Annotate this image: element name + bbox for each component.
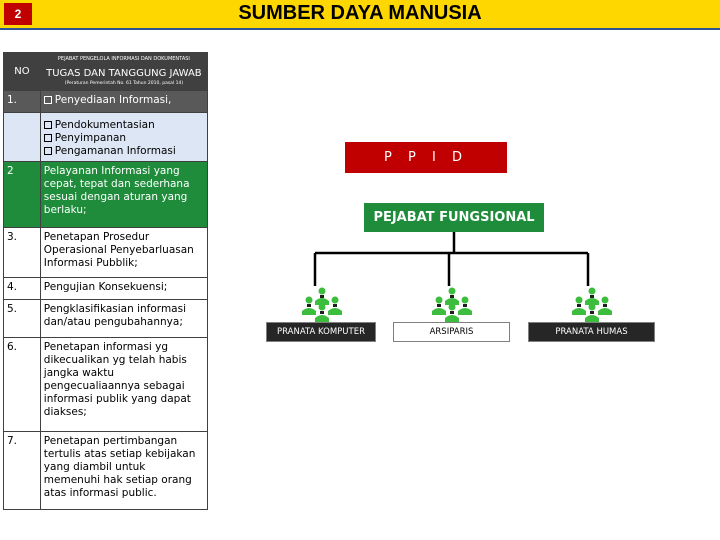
row-number: 1. <box>3 90 41 113</box>
fungsional-box: PEJABAT FUNGSIONAL <box>364 203 544 232</box>
role-pranata-humas: PRANATA HUMAS <box>528 322 655 342</box>
checkbox-icon <box>43 96 52 104</box>
row-number: 6. <box>3 337 41 432</box>
row-item: Penyediaan Informasi, <box>54 94 172 106</box>
row-number: 5. <box>3 299 41 338</box>
row-number: 3. <box>3 227 41 278</box>
duties-table: NO PEJABAT PENGELOLA INFORMASI DAN DOKUM… <box>3 52 209 510</box>
column-header-no-label: NO <box>14 66 30 77</box>
page-title: SUMBER DAYA MANUSIA <box>238 2 482 24</box>
column-header-note: (Peraturan Pemerintah No. 61 Tahun 2010,… <box>64 81 184 86</box>
table-row: 7. Penetapan pertimbangan tertulis atas … <box>3 431 209 510</box>
table-header-row: NO PEJABAT PENGELOLA INFORMASI DAN DOKUM… <box>3 52 209 91</box>
header-bar: 2 SUMBER DAYA MANUSIA <box>0 0 720 30</box>
row-item: Pendokumentasian <box>54 119 155 131</box>
row-content: Pelayanan Informasi yang cepat, tepat da… <box>39 161 209 228</box>
table-row: 3. Penetapan Prosedur Operasional Penyeb… <box>3 227 209 278</box>
role-pranata-komputer: PRANATA KOMPUTER <box>266 322 376 342</box>
row-number <box>3 112 41 162</box>
table-row: 2 Pelayanan Informasi yang cepat, tepat … <box>3 161 209 228</box>
table-row: 6. Penetapan informasi yg dikecualikan y… <box>3 337 209 432</box>
row-content: Penetapan Prosedur Operasional Penyebarl… <box>39 227 209 278</box>
row-number: 7. <box>3 431 41 510</box>
people-group-icon <box>572 287 612 322</box>
row-content: Penetapan pertimbangan tertulis atas set… <box>39 431 209 510</box>
slide-number: 2 <box>4 3 32 25</box>
role-arsiparis: ARSIPARIS <box>393 322 510 342</box>
checkbox-icon <box>43 134 52 142</box>
ppid-box: P P I D <box>345 142 507 173</box>
row-item: Pengamanan Informasi <box>54 145 176 157</box>
row-number: 2 <box>3 161 41 228</box>
checkbox-icon <box>43 147 52 155</box>
row-content: Pengklasifikasian informasi dan/atau pen… <box>39 299 209 338</box>
row-item: Penyimpanan <box>54 132 127 144</box>
people-group-icon <box>432 287 472 322</box>
people-group-icon <box>302 287 342 322</box>
column-header-no: NO <box>3 52 41 91</box>
column-header-duties: PEJABAT PENGELOLA INFORMASI DAN DOKUMENT… <box>39 52 209 91</box>
table-row: 5. Pengklasifikasian informasi dan/atau … <box>3 299 209 338</box>
column-header-small: PEJABAT PENGELOLA INFORMASI DAN DOKUMENT… <box>57 56 190 62</box>
column-header-main: TUGAS DAN TANGGUNG JAWAB <box>46 68 202 79</box>
checkbox-icon <box>43 121 52 129</box>
table-row: 4. Pengujian Konsekuensi; <box>3 277 209 300</box>
